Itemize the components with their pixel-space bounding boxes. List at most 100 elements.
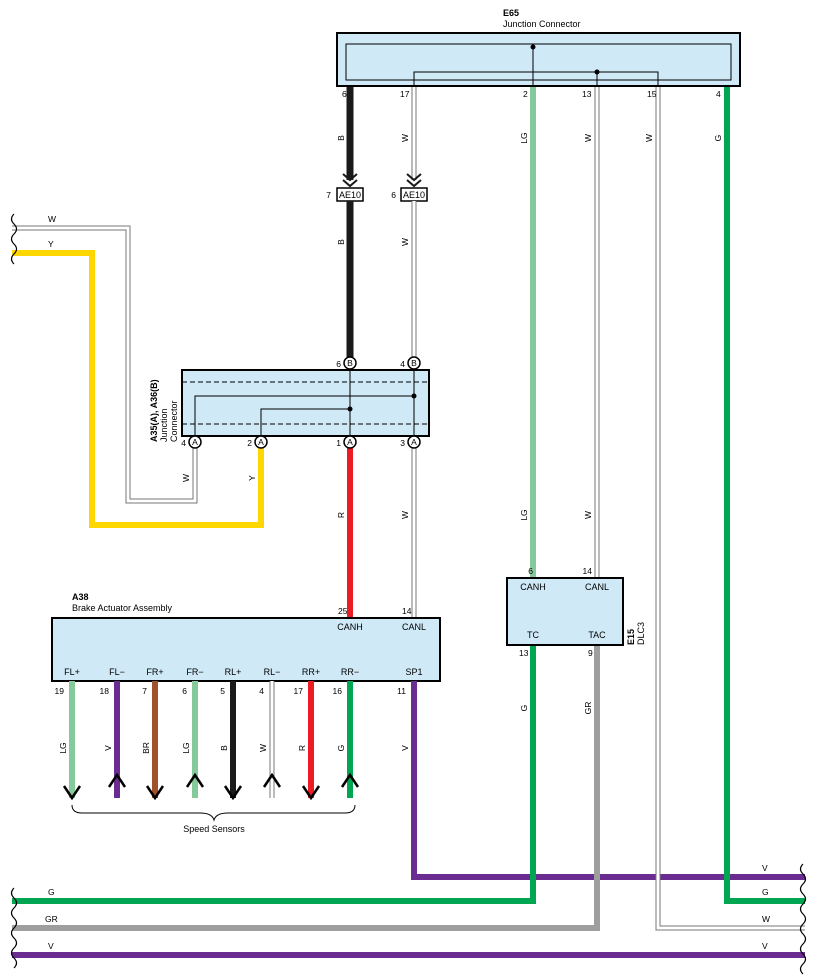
a38-canh-label: CANH [337,622,363,632]
a35-a-terminal [188,435,202,449]
a38-top-pin: 14 [402,606,412,616]
wire-bus-w-inner [656,86,805,930]
wire-color-label: W [583,134,593,142]
a35-a-terminal [407,435,421,449]
wl-bus-v-right: V [762,941,768,951]
a38-pin-number: 19 [55,686,65,696]
a38-pin-number: 16 [333,686,343,696]
a35-a-letter: A [347,437,353,447]
a38-pin-number: 6 [182,686,187,696]
wl-bus-gr: GR [45,914,58,924]
a38-terminal-label: FL− [109,667,125,677]
a35-name1: Junction [159,408,169,442]
arrow-up-icon [340,772,360,788]
wire-left-w [12,225,198,504]
wire-color-label: LG [58,742,68,753]
a38-pin-number: 5 [220,686,225,696]
a35-a-pin: 3 [400,438,405,448]
wire-bus-gr [12,645,600,931]
a35-internal-bus [194,370,415,436]
a38-pin-number: 11 [397,686,406,696]
e65-pin: 13 [582,89,592,99]
wire-color-label: V [400,745,410,751]
wl-left-w: W [48,214,56,224]
wire-color-label: W [400,134,410,142]
a36-b-pin: 4 [400,359,405,369]
a35-a-pin: 1 [336,438,341,448]
wire-color-label: B [219,745,229,751]
e15-canh-label: CANH [520,582,546,592]
a38-name: Brake Actuator Assembly [72,603,173,613]
a35-a-letter: A [411,437,417,447]
wl-bus-w: W [762,914,770,924]
speed-sensor-wires [62,681,360,801]
wire-bus-g-right [724,86,805,904]
a36-b-terminal [407,356,421,370]
wire-color-label: W [644,134,654,142]
wire-color-label: BR [141,742,151,754]
a35-a-terminal [254,435,268,449]
a38-pin-number: 17 [294,686,304,696]
arrow-down-icon [145,785,165,801]
chevron-down-icon [406,173,422,188]
a38-pin-number: 18 [100,686,110,696]
speed-sensors-label: Speed Sensors [183,824,245,834]
e65-wires [346,86,600,578]
wire-color-label: V [103,745,113,751]
e65-pin: 4 [716,89,721,99]
e65-name: Junction Connector [503,19,581,29]
wire-color-label: LG [181,742,191,753]
a36-b-terminal [343,356,357,370]
e65-pin: 17 [400,89,410,99]
a38-brake-actuator: A38 Brake Actuator Assembly 25 14 CANH C… [51,592,441,696]
wire-color-label: GR [583,702,593,715]
wire-color-label: G [713,135,723,142]
arrow-down-icon [62,785,82,801]
a38-canl-label: CANL [402,622,426,632]
wire-color-label: R [297,745,307,751]
wire-left-w-inner [12,226,197,503]
e15-dlc3-connector: 6 14 CANH CANL TC TAC 13 9 E15 DLC3 [506,566,646,658]
a35-a-pin: 2 [247,438,252,448]
e65-pin: 6 [342,89,347,99]
ae10-b-pin: 7 [326,190,331,200]
e15-name: DLC3 [636,622,646,645]
a35-a-terminal [343,435,357,449]
wl-bus-g-left: G [48,887,55,897]
a38-top-pin: 25 [338,606,348,616]
a38-terminal-label: FL+ [64,667,80,677]
ae10-connectors: AE10 7 AE10 6 [326,173,428,202]
a38-terminal-label: RR− [341,667,359,677]
ae10-w-label: AE10 [403,190,425,200]
a35-name2: Connector [169,400,179,442]
a35-a-letter: A [192,437,198,447]
e65-splice [594,69,600,75]
e15-canl-label: CANL [585,582,609,592]
arrow-down-icon [301,785,321,801]
a35-a-letter: A [258,437,264,447]
arrow-up-icon [262,772,282,788]
wire-color-label: LG [519,509,529,520]
wire-color-label: W [583,511,593,519]
a38-terminal-label: RL− [264,667,281,677]
wire-color-label: Y [247,475,257,481]
a38-terminal-label: RL+ [225,667,242,677]
wire-color-label: G [336,745,346,752]
wire-bus-w [655,86,805,931]
a38-terminal-label: RR+ [302,667,320,677]
wire-color-label: W [400,511,410,519]
a35-code: A35(A), A36(B) [149,379,159,442]
a35-box [181,369,430,437]
wire-bus-v-top [411,686,805,880]
wire-left-y [12,250,264,528]
e65-connector: E65 Junction Connector 6 17 2 13 15 4 [336,8,741,99]
wire-color-label: W [181,474,191,482]
wl-left-y: Y [48,239,54,249]
arrow-down-icon [223,785,243,801]
bus-labels: W Y V G G GR W V V [45,214,770,951]
wire-color-label: G [519,705,529,712]
e15-box [506,577,624,646]
speed-sensors-brace [71,804,356,822]
